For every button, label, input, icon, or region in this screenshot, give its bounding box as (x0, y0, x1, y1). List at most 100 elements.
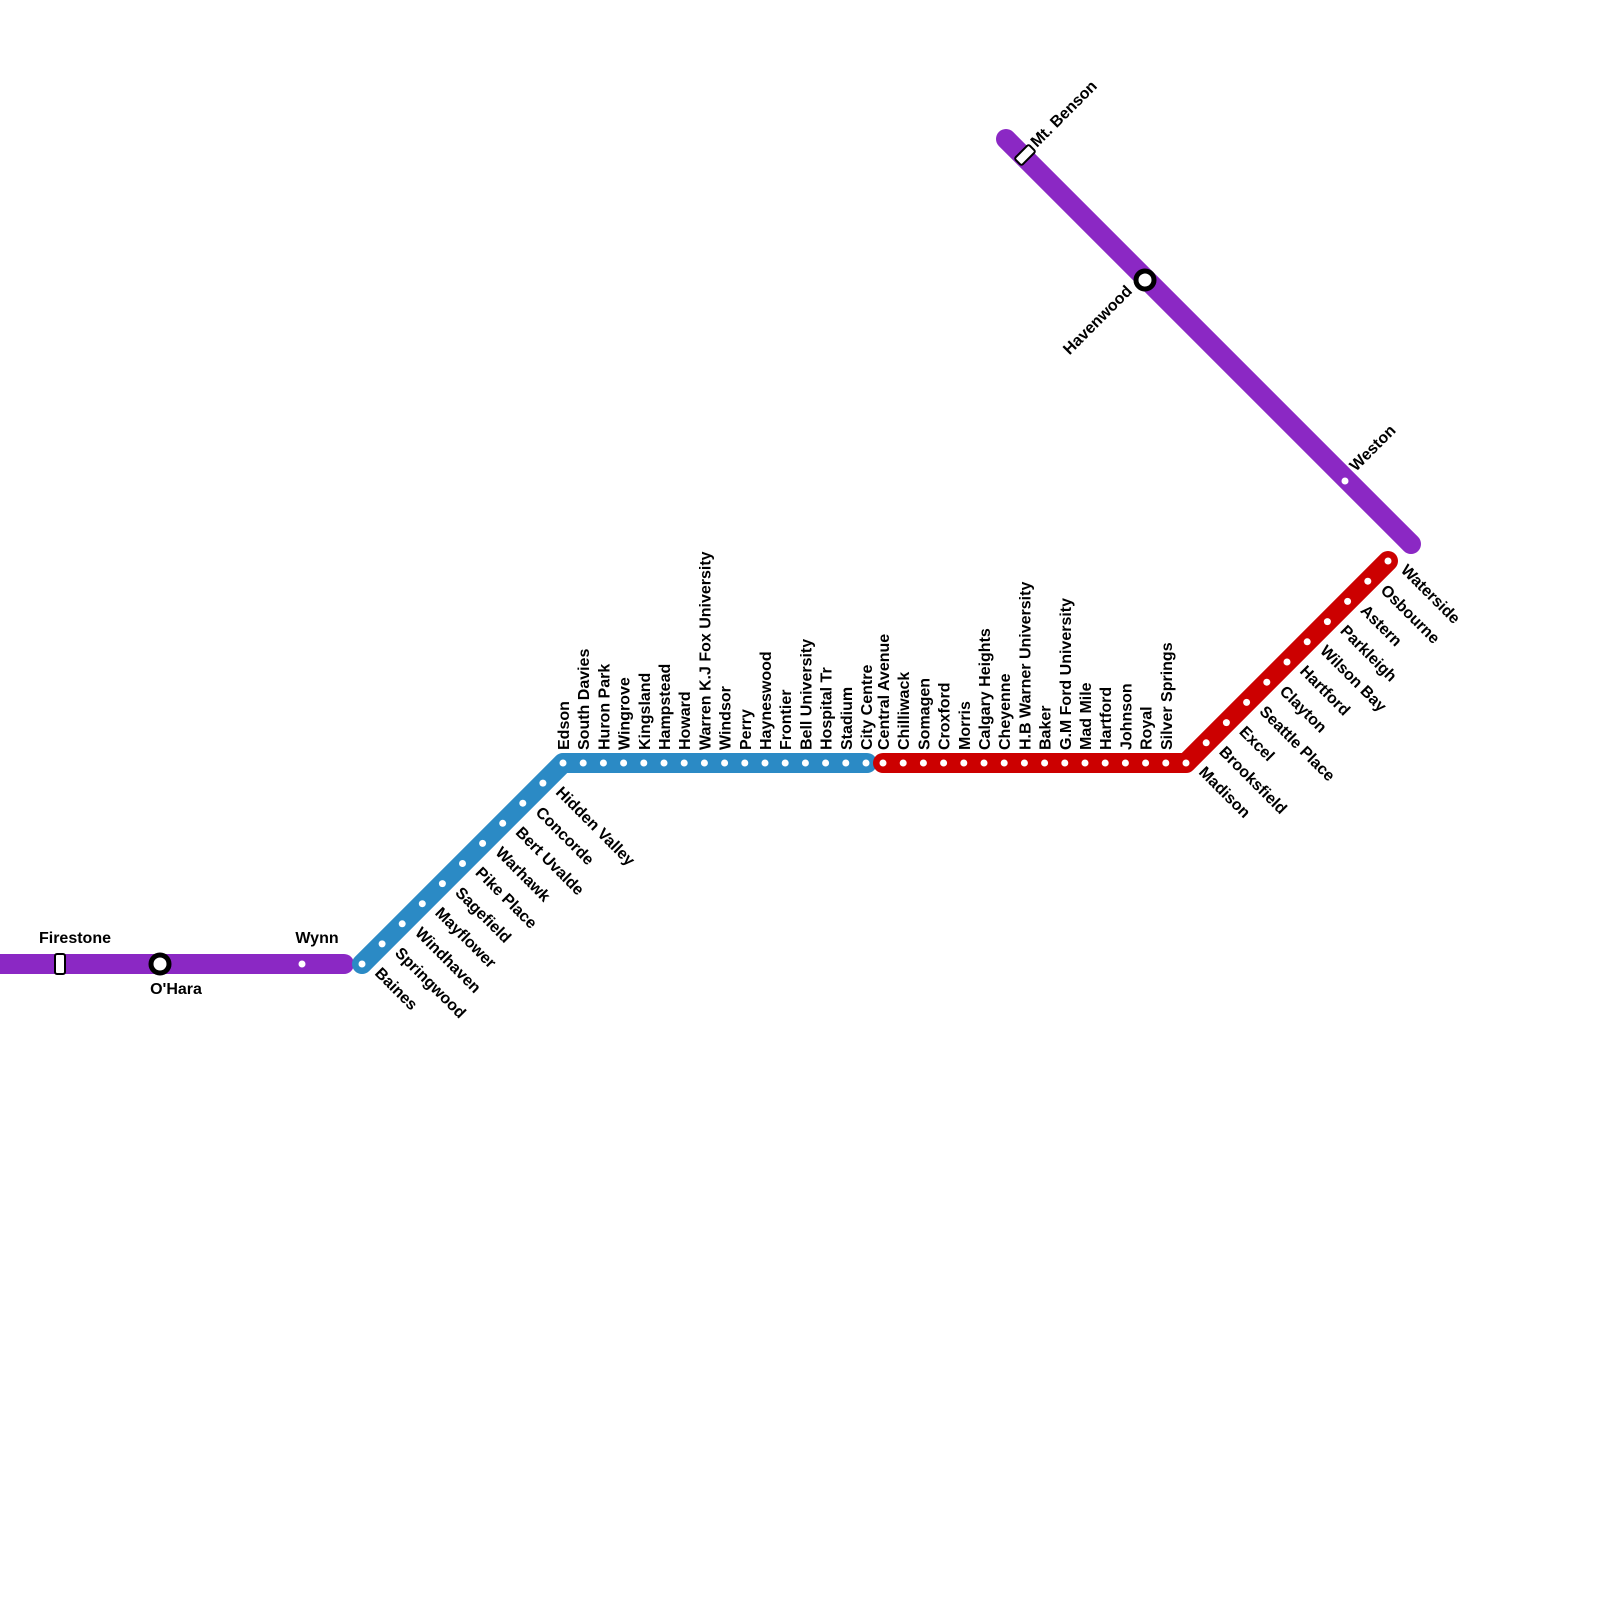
station-dot-wilson-bay (1303, 638, 1311, 646)
station-dot-wingrove (620, 759, 628, 767)
station-label-hayneswood: Hayneswood (758, 651, 775, 750)
station-dot-city-centre (862, 759, 870, 767)
station-label-silver-springs: Silver Springs (1159, 642, 1176, 750)
station-dot-brooksfield (1202, 739, 1210, 747)
station-label-perry: Perry (738, 709, 755, 750)
station-dot-morris (960, 759, 968, 767)
station-label-windsor: Windsor (718, 686, 735, 750)
blue-line: BainesSpringwoodWindhavenMayflowerSagefi… (352, 551, 877, 1022)
station-dot-perry (741, 759, 749, 767)
station-label-croxford: Croxford (937, 682, 954, 750)
station-dot-parkleigh (1323, 618, 1331, 626)
mt-benson-terminal-marker (1014, 144, 1036, 166)
station-dot-astern (1344, 597, 1352, 605)
station-dot-huron-park (599, 759, 607, 767)
station-label-wingrove: Wingrove (617, 677, 634, 750)
station-dot-baker (1041, 759, 1049, 767)
station-label-howard: Howard (677, 691, 694, 750)
station-dot-johnson (1121, 759, 1129, 767)
station-label-ohara: O'Hara (150, 981, 202, 998)
station-dot-croxford (940, 759, 948, 767)
station-dot-somagen (919, 759, 927, 767)
station-dot-waterside (1384, 557, 1392, 565)
station-dot-sagefield (438, 880, 446, 888)
station-dot-h-b-warner-university (1020, 759, 1028, 767)
wynn-station-dot (298, 960, 306, 968)
station-label-morris: Morris (957, 701, 974, 750)
station-label-h-b-warner-university: H.B Warner University (1017, 582, 1034, 750)
firestone-terminal-marker (54, 953, 66, 975)
station-label-mt-benson: Mt. Benson (1028, 78, 1101, 151)
station-dot-hospital-tr (822, 759, 830, 767)
station-dot-windsor (721, 759, 729, 767)
ohara-interchange-marker (148, 952, 172, 976)
station-label-frontier: Frontier (778, 690, 795, 750)
station-label-hartford: Hartford (1098, 687, 1115, 750)
station-label-city-centre: City Centre (859, 665, 876, 750)
station-dot-excel (1222, 719, 1230, 727)
purple-west-line: Firestone O'Hara Wynn (0, 930, 354, 998)
station-label-stadium: Stadium (839, 687, 856, 750)
purple-northeast-line: Mt. Benson Havenwood Weston (996, 78, 1421, 554)
station-label-kingsland: Kingsland (637, 673, 654, 750)
station-label-chilliwack: Chilliwack (896, 672, 913, 750)
station-label-edson: Edson (556, 701, 573, 750)
station-label-somagen: Somagen (916, 678, 933, 750)
station-label-huron-park: Huron Park (596, 664, 613, 750)
station-dot-windhaven (398, 920, 406, 928)
station-label-mad-mile: Mad Mile (1078, 682, 1095, 750)
station-dot-seattle-place (1243, 698, 1251, 706)
blue-track (352, 753, 877, 974)
station-dot-frontier (781, 759, 789, 767)
station-label-hampstead: Hampstead (657, 664, 674, 750)
station-dot-hidden-valley (539, 779, 547, 787)
station-dot-g-m-ford-university (1061, 759, 1069, 767)
station-dot-springwood (378, 940, 386, 948)
station-dot-mayflower (418, 900, 426, 908)
station-label-weston: Weston (1347, 422, 1400, 475)
station-label-bell-university: Bell University (798, 639, 815, 750)
station-dot-bell-university (801, 759, 809, 767)
station-dot-south-davies (579, 759, 587, 767)
station-dot-chilliwack (899, 759, 907, 767)
station-label-wynn: Wynn (295, 930, 338, 947)
station-label-cheyenne: Cheyenne (997, 673, 1014, 750)
station-dot-warren-k-j-fox-university (700, 759, 708, 767)
station-label-firestone: Firestone (39, 930, 111, 947)
station-dot-hartford (1283, 658, 1291, 666)
station-label-warren-k-j-fox-university: Warren K.J Fox University (697, 551, 714, 750)
station-dot-hayneswood (761, 759, 769, 767)
havenwood-interchange-marker (1133, 268, 1157, 292)
station-dot-clayton (1263, 678, 1271, 686)
station-dot-concorde (519, 799, 527, 807)
station-dot-calgary-heights (980, 759, 988, 767)
station-label-royal: Royal (1139, 706, 1156, 750)
purple-northeast-track (996, 129, 1421, 554)
station-label-south-davies: South Davies (576, 649, 593, 750)
station-dot-stadium (842, 759, 850, 767)
station-dot-kingsland (640, 759, 648, 767)
station-dot-edson (559, 759, 567, 767)
station-dot-bert-uvalde (499, 819, 507, 827)
station-dot-royal (1142, 759, 1150, 767)
station-dot-silver-springs (1162, 759, 1170, 767)
station-label-baker: Baker (1038, 706, 1055, 750)
weston-station-dot (1341, 477, 1349, 485)
station-label-johnson: Johnson (1118, 683, 1135, 750)
station-dot-osbourne (1364, 577, 1372, 585)
station-dot-hampstead (660, 759, 668, 767)
station-dot-hartford (1101, 759, 1109, 767)
station-dot-howard (680, 759, 688, 767)
station-label-hospital-tr: Hospital Tr (819, 667, 836, 750)
station-label-havenwood: Havenwood (1060, 283, 1136, 359)
station-dot-central-avenue (879, 759, 887, 767)
station-dot-warhawk (479, 839, 487, 847)
station-dot-baines (358, 960, 366, 968)
station-dot-cheyenne (1000, 759, 1008, 767)
station-dot-mad-mile (1081, 759, 1089, 767)
